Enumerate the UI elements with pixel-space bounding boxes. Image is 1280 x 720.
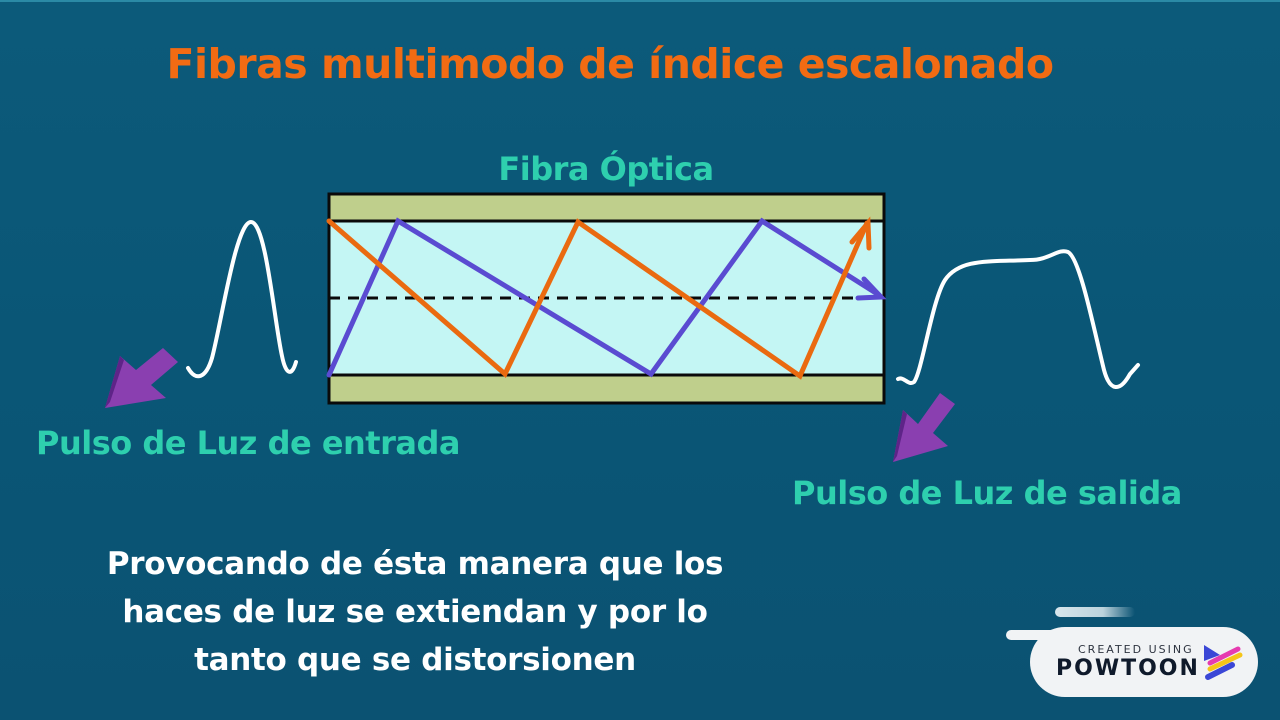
explanation-text: Provocando de ésta manera que los haces …: [50, 540, 780, 684]
output-pulse-waveform: [896, 249, 1140, 389]
watermark-created-label: CREATED USING: [1078, 643, 1194, 656]
explanation-line: haces de luz se extiendan y por lo: [122, 594, 708, 630]
lower-cladding: [327, 373, 886, 405]
watermark-brand: POWTOON: [1056, 656, 1200, 681]
input-pulse-caption: Pulso de Luz de entrada: [36, 424, 460, 462]
purple-ray: [326, 217, 887, 378]
explanation-line: tanto que se distorsionen: [194, 642, 636, 678]
input-pulse-waveform: [186, 219, 298, 379]
explanation-line: Provocando de ésta manera que los: [106, 546, 724, 582]
fiber-label: Fibra Óptica: [498, 150, 714, 188]
orange-ray: [326, 216, 872, 380]
output-pulse-caption: Pulso de Luz de salida: [792, 474, 1182, 512]
input-pointer-arrow-icon: [105, 348, 178, 408]
watermark-decor-stripe: [1055, 607, 1135, 617]
powtoon-logo-icon: [1204, 645, 1243, 680]
watermark-decor-stripe: [1006, 630, 1076, 640]
top-edge-line: [0, 0, 1280, 2]
upper-cladding: [327, 192, 886, 223]
slide-title: Fibras multimodo de índice escalonado: [166, 40, 1054, 88]
output-pointer-arrow-icon: [893, 393, 955, 462]
